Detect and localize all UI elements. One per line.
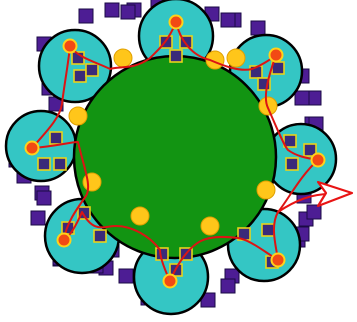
junction-dot — [272, 254, 285, 267]
connector-dot — [257, 181, 275, 199]
inner-square — [286, 158, 298, 170]
inner-square — [86, 64, 98, 76]
connector-dot — [131, 207, 149, 225]
inner-square — [94, 230, 106, 242]
inner-square — [50, 132, 62, 144]
outer-square — [295, 91, 309, 105]
outer-square — [31, 211, 45, 225]
inner-square — [54, 158, 66, 170]
outer-square — [119, 269, 133, 283]
junction-dot — [164, 275, 177, 288]
connector-dot — [201, 217, 219, 235]
outer-square — [105, 3, 119, 17]
inner-square — [74, 70, 86, 82]
junction-dot — [26, 142, 39, 155]
outer-square — [221, 13, 235, 27]
junction-dot — [312, 154, 325, 167]
junction-dot — [170, 16, 183, 29]
inner-square — [262, 224, 274, 236]
outer-square — [221, 279, 235, 293]
outer-square — [121, 5, 135, 19]
outer-square — [37, 191, 51, 205]
inner-square — [170, 50, 182, 62]
junction-dot — [270, 49, 283, 62]
junction-dot — [64, 40, 77, 53]
junction-dot — [58, 234, 71, 247]
connector-dot — [69, 107, 87, 125]
connector-dot — [227, 49, 245, 67]
outer-square — [79, 9, 93, 23]
outer-square — [251, 21, 265, 35]
inner-square — [38, 158, 50, 170]
outer-square — [307, 205, 321, 219]
connector-dot — [114, 49, 132, 67]
